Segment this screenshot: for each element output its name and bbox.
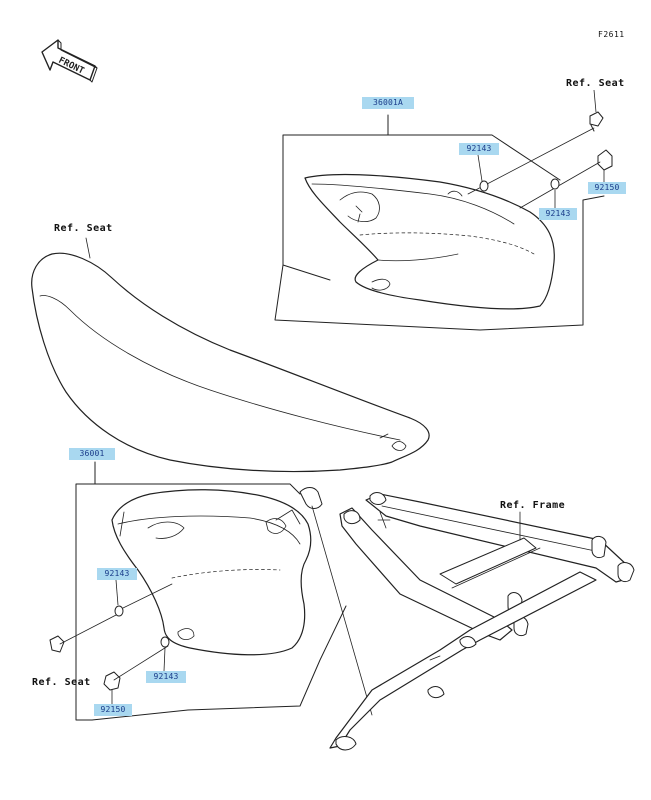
part-tag-lower-92143-b[interactable]: 92143 — [146, 671, 186, 683]
part-tag-lower-92150[interactable]: 92150 — [94, 704, 132, 716]
ref-seat-label-bottom-left: Ref. Seat — [32, 677, 91, 688]
part-tag-upper-92143-a[interactable]: 92143 — [459, 143, 499, 155]
figure-id: F2611 — [598, 30, 625, 39]
lower-collar-icon — [103, 645, 169, 691]
upper-group-outline — [274, 114, 605, 331]
part-tag-36001[interactable]: 36001 — [69, 448, 115, 460]
side-cover-left — [111, 489, 312, 656]
side-cover-right — [304, 173, 555, 310]
part-tag-36001A[interactable]: 36001A — [362, 97, 414, 109]
lower-grommet-b-icon — [160, 636, 170, 648]
lower-bolt-icon — [49, 613, 119, 653]
seat — [31, 237, 430, 473]
part-tag-lower-92143-a[interactable]: 92143 — [97, 568, 137, 580]
sub-frame — [299, 487, 635, 751]
upper-grommet-a-icon — [479, 180, 489, 192]
upper-collar-icon — [519, 149, 613, 209]
lower-grommet-a-icon — [114, 583, 173, 617]
part-tag-upper-92150[interactable]: 92150 — [588, 182, 626, 194]
upper-bolt-icon — [467, 111, 604, 195]
lower-group-outline — [75, 461, 347, 721]
part-tag-upper-92143-b[interactable]: 92143 — [539, 208, 577, 220]
ref-seat-label-middle: Ref. Seat — [54, 223, 113, 234]
front-arrow-icon: FRONT — [41, 39, 98, 83]
upper-grommet-b-icon — [550, 178, 560, 190]
ref-seat-label-top-right: Ref. Seat — [566, 78, 625, 89]
ref-frame-label: Ref. Frame — [500, 500, 566, 511]
